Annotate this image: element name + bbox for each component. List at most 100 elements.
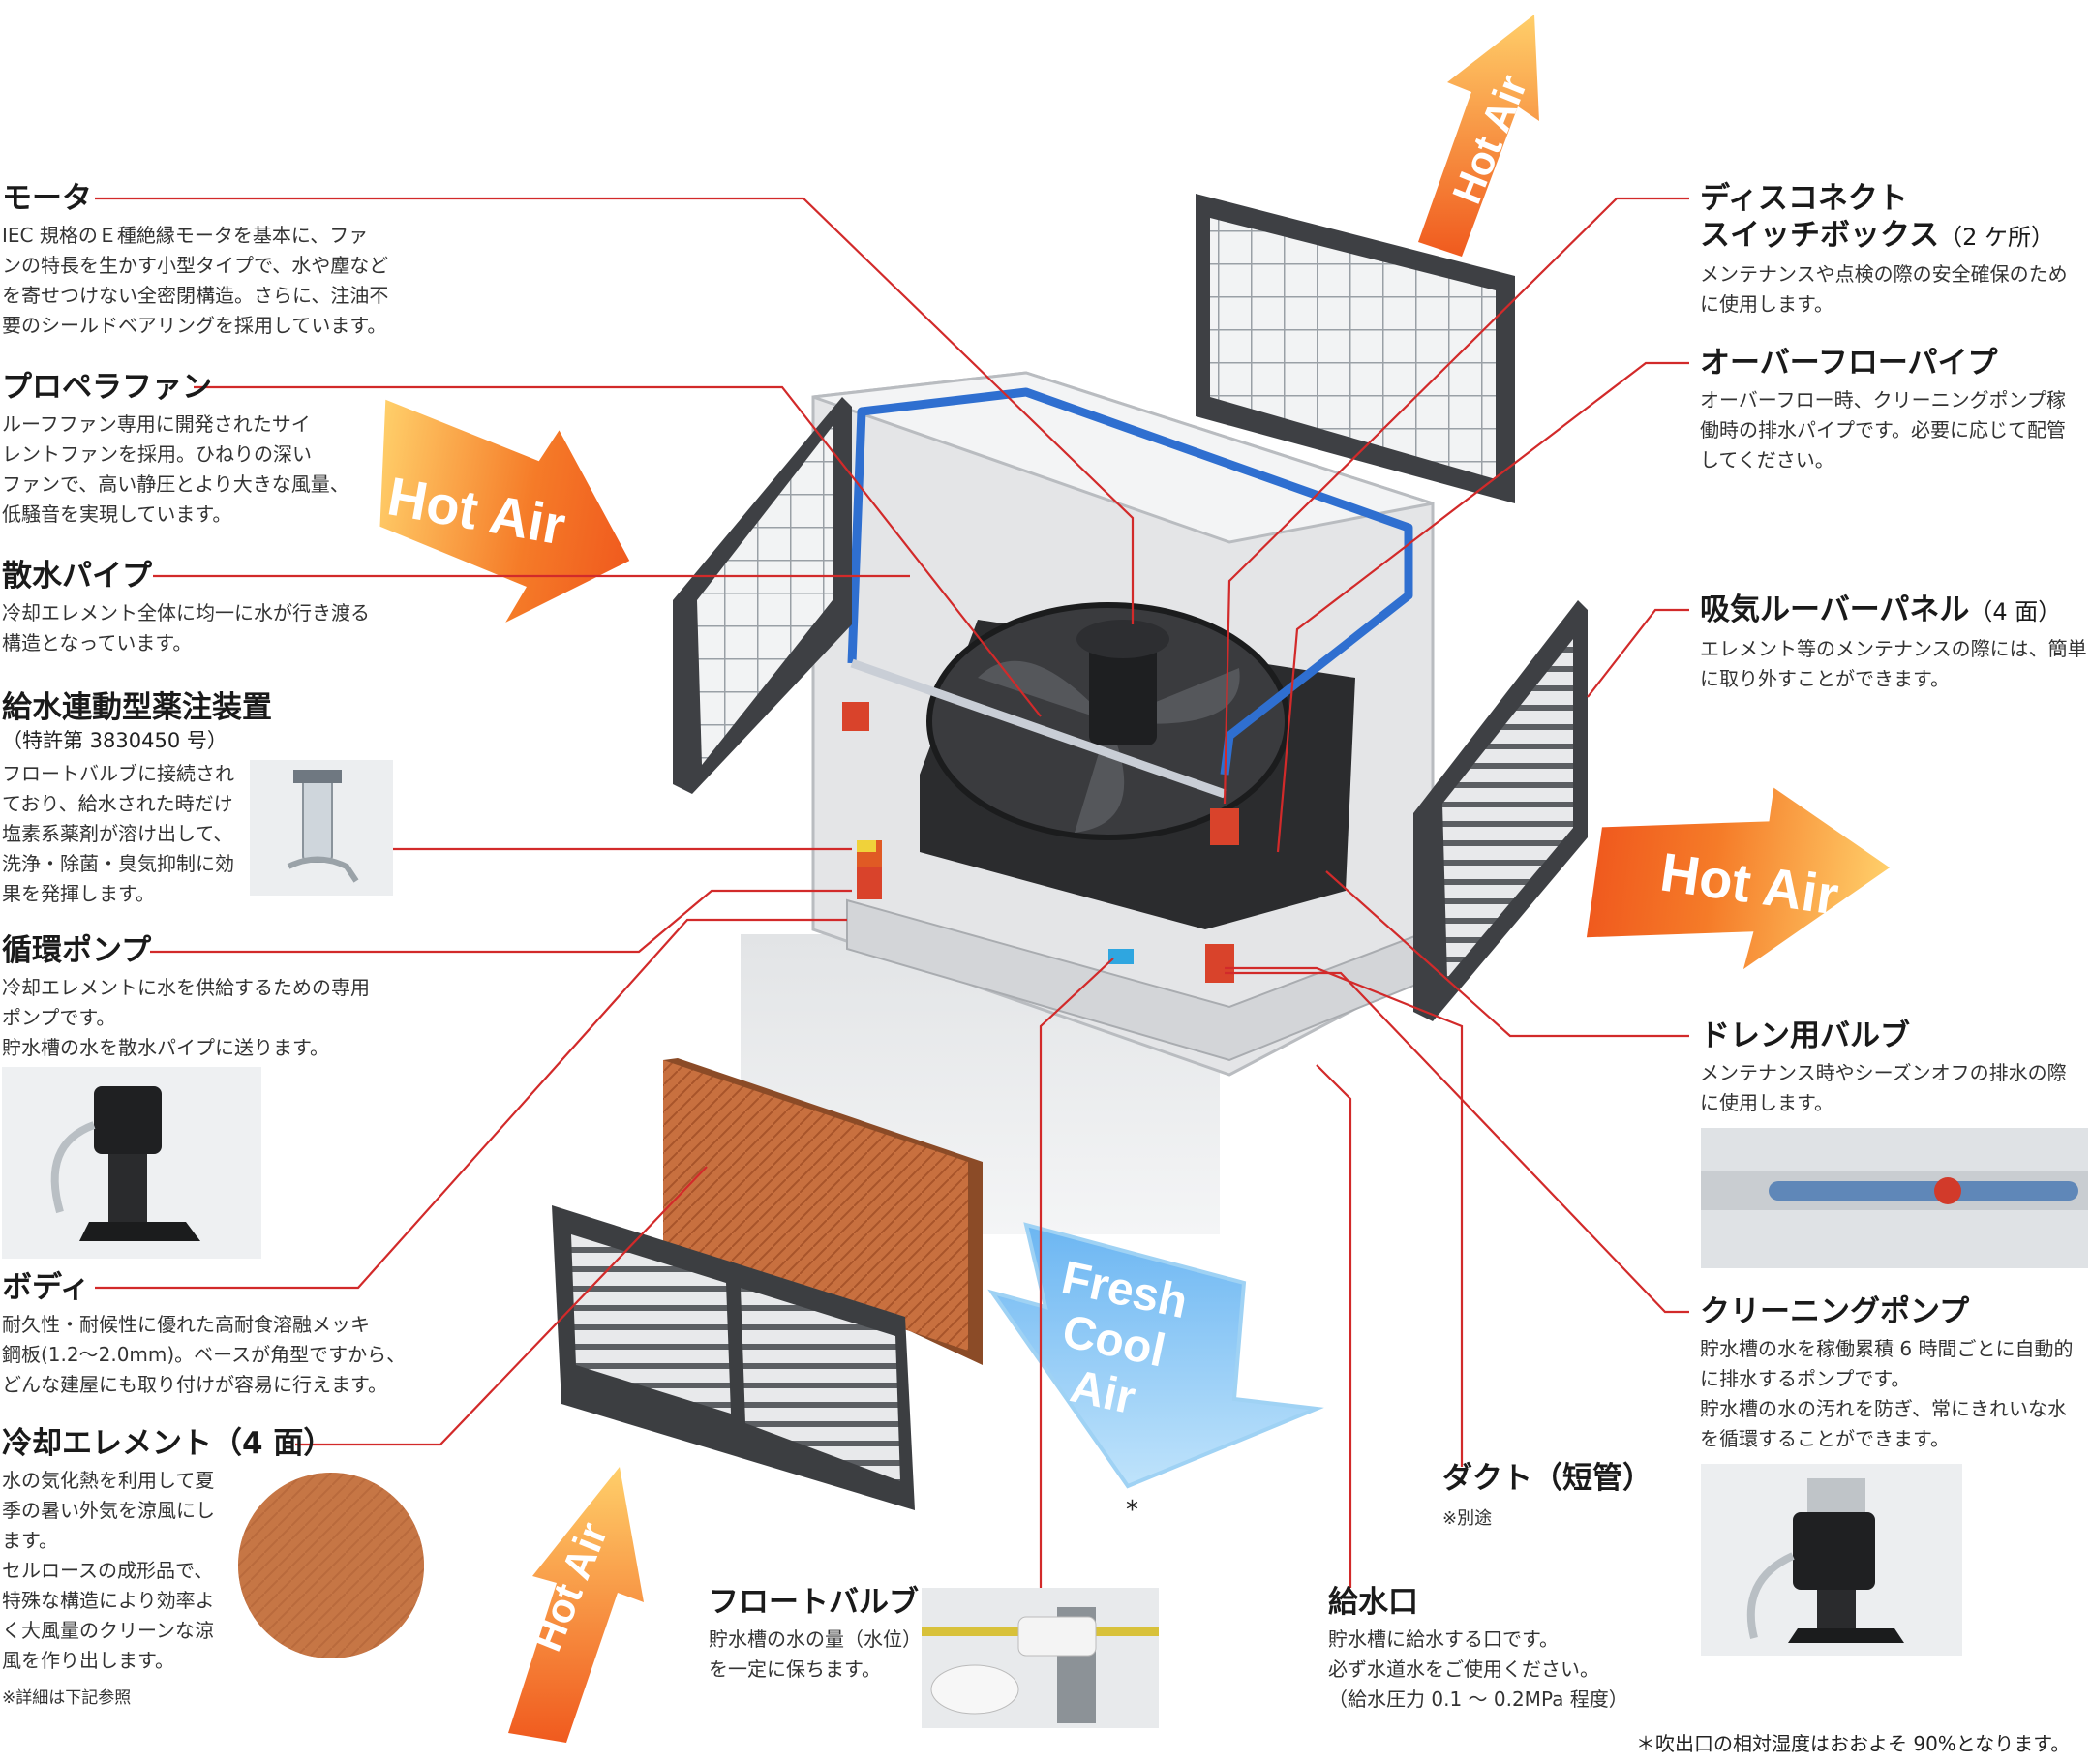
float-valve-icon (922, 1607, 1159, 1723)
desc-line: 季の暑い外気を涼風にし (2, 1499, 215, 1522)
desc-line: 果を発揮します。 (2, 882, 155, 905)
disconnect-switch-title: ディスコネクト (1700, 181, 1908, 216)
water-inlet-description: 貯水槽に給水する口です。 必ず水道水をご使用ください。 （給水圧力 0.1 ～ … (1328, 1625, 1628, 1715)
cooling-element-note: ※詳細は下記参照 (2, 1688, 132, 1708)
disconnect-switch-title2: スイッチボックス (1700, 218, 1940, 253)
cooling-element-callout: 冷却エレメント（4 面） 水の気化熱を利用して夏 季の暑い外気を涼風にし ます。… (2, 1425, 333, 1708)
desc-line: 水の気化熱を利用して夏 (2, 1469, 215, 1492)
spray-pipe-callout: 散水パイプ 冷却エレメント全体に均一に水が行き渡る 構造となっています。 (2, 558, 370, 658)
cleaning-pump-callout: クリーニングポンプ 貯水槽の水を稼働累積 6 時間ごとに自動的 に排水するポンプ… (1700, 1293, 2073, 1454)
cellulose-texture-icon (238, 1473, 424, 1658)
desc-line: ンの特長を生かす小型タイプで、水や塵など (2, 254, 389, 277)
cleaning-pump-icon (1746, 1478, 1904, 1643)
left-louver-panel (673, 397, 852, 794)
desc-line: 洗浄・除菌・臭気抑制に効 (2, 852, 234, 875)
motor-shape (1089, 639, 1157, 745)
chemical-injector-title: 給水連動型薬注装置 (2, 690, 272, 725)
hot-air-arrow-right (1586, 787, 1891, 970)
desc-line: 貯水槽に給水する口です。 (1328, 1627, 1559, 1651)
desc-line: 貯水槽の水の汚れを防ぎ、常にきれいな水 (1700, 1397, 2067, 1420)
float-valve-description: 貯水槽の水の量（水位） を一定に保ちます。 (709, 1625, 922, 1685)
circulation-pump-title: 循環ポンプ (2, 933, 152, 968)
desc-line: 風を作り出します。 (2, 1649, 174, 1672)
desc-line: IEC 規格のＥ種絶縁モータを基本に、ファ (2, 224, 369, 247)
desc-line: に使用します。 (1700, 292, 1833, 316)
desc-line: 特殊な構造により効率よ (2, 1589, 215, 1612)
desc-line: 冷却エレメント全体に均一に水が行き渡る (2, 601, 370, 624)
body-callout: ボディ 耐久性・耐候性に優れた高耐食溶融メッキ 鋼板(1.2～2.0mm)。ベー… (2, 1269, 406, 1400)
spray-pipe-shape (847, 387, 1413, 776)
disconnect-switch-title-line2: スイッチボックス（2 ケ所） (1700, 217, 2068, 256)
desc-line: どんな建屋にも取り付けが容易に行えます。 (2, 1373, 387, 1396)
cooling-element-title: 冷却エレメント（4 面） (2, 1426, 334, 1461)
drain-valve-icon (1701, 1171, 2088, 1210)
desc-line: セルロースの成形品で、 (2, 1559, 214, 1582)
water-inlet-callout: 給水口 貯水槽に給水する口です。 必ず水道水をご使用ください。 （給水圧力 0.… (1328, 1584, 1628, 1715)
desc-line: 貯水槽の水を散水パイプに送ります。 (2, 1036, 329, 1059)
circulation-pump-photo (2, 1067, 261, 1259)
desc-line: ます。 (2, 1529, 58, 1552)
drain-valve-title: ドレン用バルブ (1700, 1019, 1910, 1053)
disconnect-switch-description: メンテナンスや点検の際の安全確保のため に使用します。 (1700, 259, 2068, 319)
drain-valve-photo (1701, 1128, 2088, 1268)
cellulose-element-photo (237, 1472, 426, 1660)
desc-line: 鋼板(1.2～2.0mm)。ベースが角型ですから、 (2, 1343, 407, 1366)
drain-valve-callout: ドレン用バルブ メンテナンス時やシーズンオフの排水の際 に使用します。 (1700, 1018, 2067, 1118)
desc-line: 貯水槽の水を稼働累積 6 時間ごとに自動的 (1700, 1337, 2074, 1360)
hot-air-arrow-left (379, 399, 630, 623)
intake-louver-callout: 吸気ルーバーパネル（4 面） エレメント等のメンテナンスの際には、簡単 に取り外… (1700, 592, 2087, 694)
desc-line: 冷却エレメントに水を供給するための専用 (2, 976, 370, 999)
cleaning-pump-photo (1701, 1464, 1962, 1656)
chemical-injector-callout: 給水連動型薬注装置 （特許第 3830450 号） フロートバルブに接続され て… (2, 689, 272, 909)
circulation-pump-callout: 循環ポンプ 冷却エレメントに水を供給するための専用 ポンプです。 貯水槽の水を散… (2, 932, 370, 1063)
body-description: 耐久性・耐候性に優れた高耐食溶融メッキ 鋼板(1.2～2.0mm)。ベースが角型… (2, 1310, 406, 1400)
cooling-element-description: 水の気化熱を利用して夏 季の暑い外気を涼風にし ます。 セルロースの成形品で、 … (2, 1466, 333, 1676)
motor-description: IEC 規格のＥ種絶縁モータを基本に、ファ ンの特長を生かす小型タイプで、水や塵… (2, 221, 388, 341)
desc-line: に取り外すことができます。 (1700, 667, 1950, 690)
water-inlet-title: 給水口 (1328, 1585, 1418, 1620)
overflow-pipe-title: オーバーフローパイプ (1700, 346, 1998, 380)
float-valve-callout: フロートバルブ 貯水槽の水の量（水位） を一定に保ちます。 (709, 1584, 922, 1685)
intake-louver-description: エレメント等のメンテナンスの際には、簡単 に取り外すことができます。 (1700, 634, 2087, 694)
duct-callout: ダクト（短管） ※別途 (1442, 1460, 1652, 1530)
desc-line: ルーフファン専用に開発されたサイ (2, 412, 311, 436)
motor-callout: モータ IEC 規格のＥ種絶縁モータを基本に、ファ ンの特長を生かす小型タイプで… (2, 180, 388, 341)
desc-line: ポンプです。 (2, 1006, 116, 1029)
desc-line: 必ず水道水をご使用ください。 (1328, 1658, 1599, 1681)
spray-pipe-title: 散水パイプ (2, 559, 152, 593)
desc-line: 構造となっています。 (2, 631, 193, 654)
drain-valve-description: メンテナンス時やシーズンオフの排水の際 に使用します。 (1700, 1058, 2067, 1118)
chemical-injector-patent: （特許第 3830450 号） (2, 729, 227, 752)
overflow-pipe-description: オーバーフロー時、クリーニングポンプ稼 働時の排水パイプです。必要に応じて配管 … (1700, 385, 2066, 475)
chemical-injector-icon (287, 770, 359, 883)
desc-line: レントファンを採用。ひねりの深い (2, 442, 312, 466)
desc-line: ファンで、高い静圧とより大きな風量、 (2, 472, 349, 496)
propeller-fan-description: ルーフファン専用に開発されたサイ レントファンを採用。ひねりの深い ファンで、高… (2, 410, 349, 530)
desc-line: エレメント等のメンテナンスの際には、簡単 (1700, 637, 2087, 660)
desc-line: に排水するポンプです。 (1700, 1367, 1911, 1390)
desc-line: 塩素系薬剤が溶け出して、 (2, 822, 233, 845)
chemical-injector-description: フロートバルブに接続され ており、給水された時だけ 塩素系薬剤が溶け出して、 洗… (2, 759, 272, 909)
disconnect-switch-callout: ディスコネクト スイッチボックス（2 ケ所） メンテナンスや点検の際の安全確保の… (1700, 180, 2068, 319)
intake-louver-title: 吸気ルーバーパネル (1700, 593, 1970, 627)
overflow-pipe-callout: オーバーフローパイプ オーバーフロー時、クリーニングポンプ稼 働時の排水パイプで… (1700, 345, 2066, 475)
circulation-pump-description: 冷却エレメントに水を供給するための専用 ポンプです。 貯水槽の水を散水パイプに送… (2, 973, 370, 1063)
duct-note: ※別途 (1442, 1508, 1493, 1529)
desc-line: してください。 (1700, 448, 1834, 471)
desc-line: 貯水槽の水の量（水位） (709, 1627, 922, 1651)
motor-title: モータ (2, 181, 92, 216)
desc-line: を循環することができます。 (1700, 1427, 1950, 1450)
footnote: ＊吹出口の相対湿度はおおよそ 90%となります。 (1636, 1732, 2071, 1755)
hot-air-arrow-top (1418, 15, 1539, 257)
cleaning-pump-description: 貯水槽の水を稼働累積 6 時間ごとに自動的 に排水するポンプです。 貯水槽の水の… (1700, 1334, 2073, 1454)
right-louver-panel (1413, 600, 1588, 1021)
desc-line: フロートバルブに接続され (2, 762, 234, 785)
desc-line: を寄せつけない全密閉構造。さらに、注油不 (2, 284, 389, 307)
propeller-fan-title: プロペラファン (2, 370, 212, 405)
front-louver-grille (552, 1205, 915, 1510)
desc-line: を一定に保ちます。 (709, 1658, 881, 1681)
desc-line: メンテナンスや点検の際の安全確保のため (1700, 262, 2068, 286)
asterisk-mark: * (1126, 1496, 1138, 1525)
float-valve-title: フロートバルブ (709, 1585, 919, 1620)
